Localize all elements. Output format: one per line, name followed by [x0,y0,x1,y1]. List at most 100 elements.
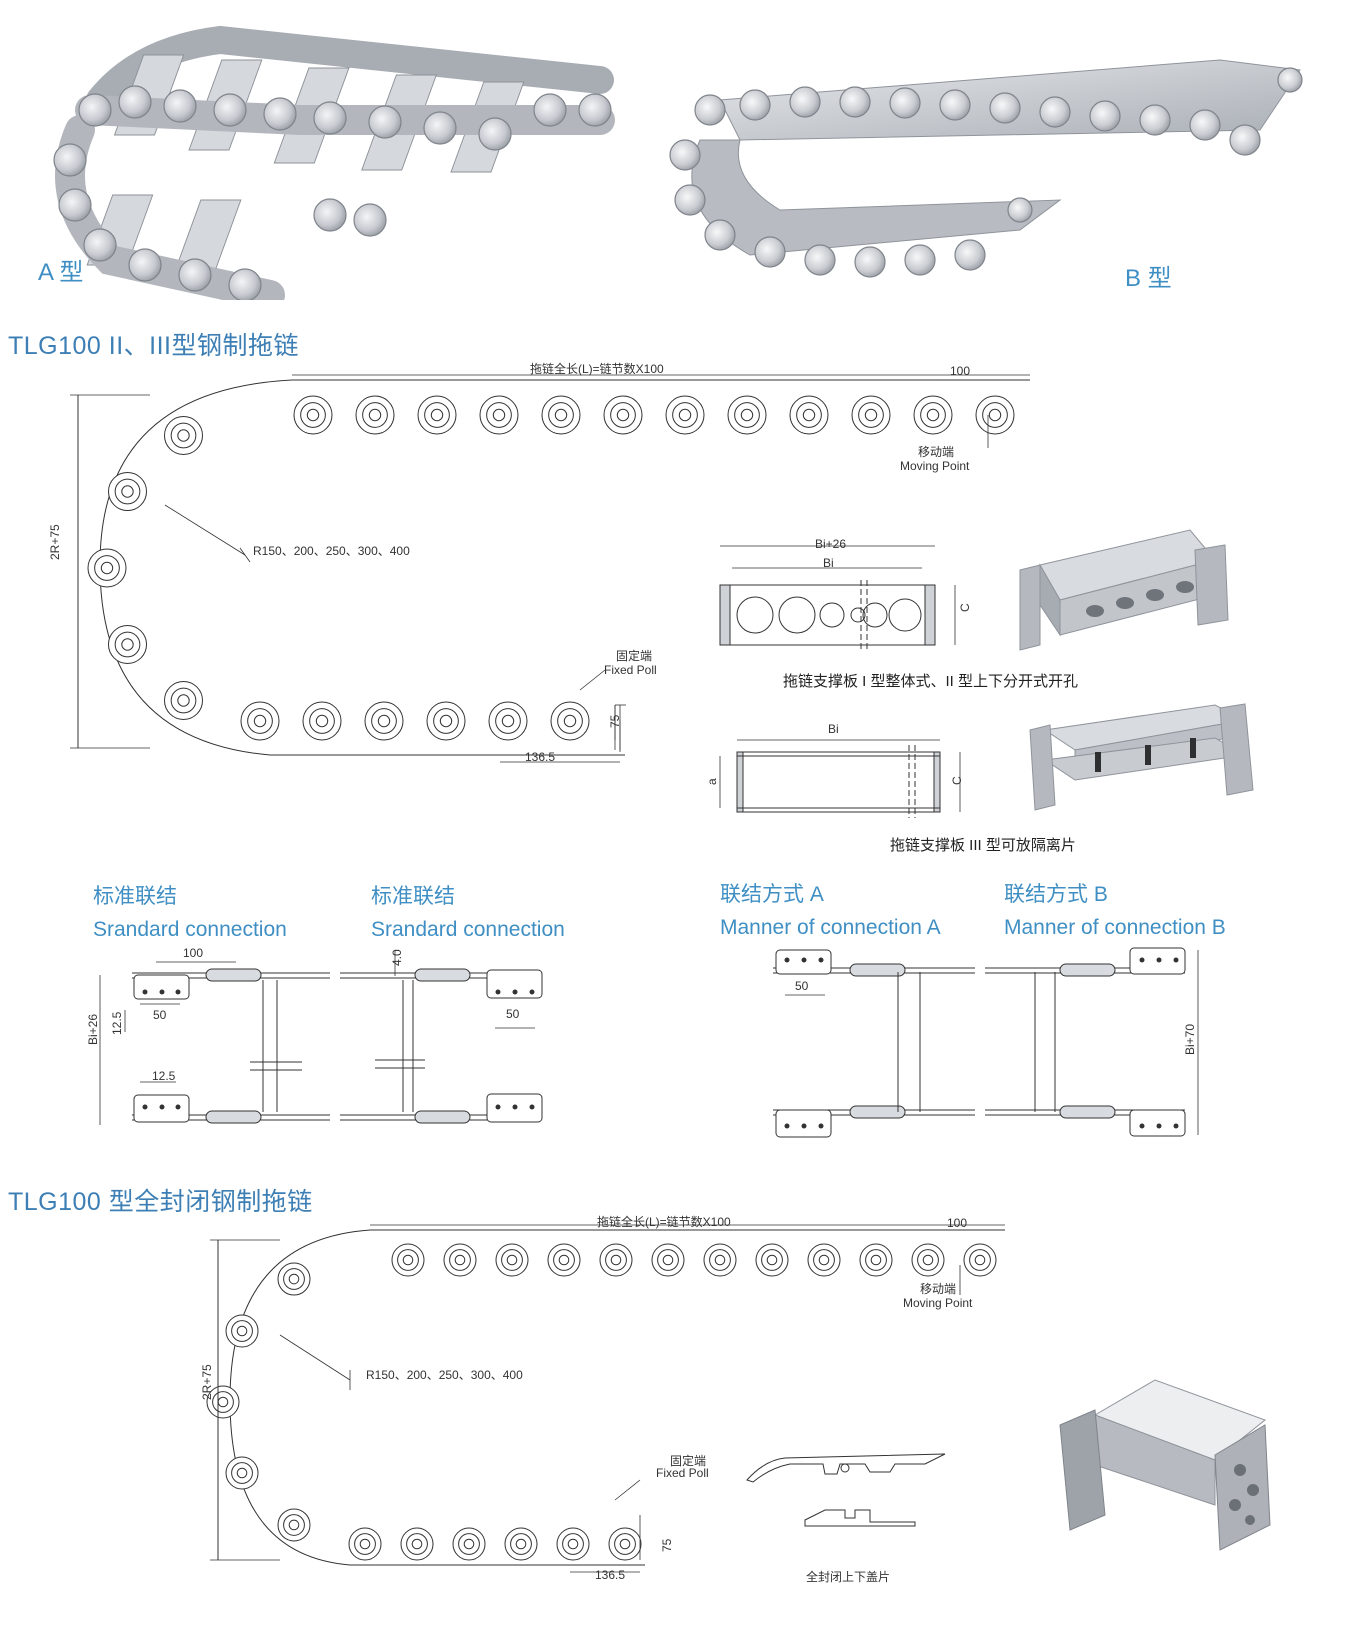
std2-cn: 标准联结 [371,885,455,908]
s1-end-length: 136.5 [525,750,556,764]
chain-link [293,395,333,435]
std2-en: Srandard connection [371,918,565,941]
chain-link [452,1527,486,1561]
chain-a-illustration [53,25,615,300]
plate3-svg [719,739,961,818]
chain-link [789,395,829,435]
s1-total-length: 拖链全长(L)=链节数X100 [530,362,664,376]
s1-fixed-en: Fixed Poll [604,663,657,677]
connections-svg [99,947,1199,1138]
chain1-svg [70,374,1030,763]
chain-link [355,395,395,435]
s1-height: 2R+75 [48,524,62,560]
plate3-caption: 拖链支撑板 III 型可放隔离片 [890,837,1076,854]
chain-link [807,1243,841,1277]
connection-drawings [80,940,1220,1145]
support-plate-type1-drawing [700,540,990,655]
conn-a-cn: 联结方式 A [720,883,824,906]
s1-moving-en: Moving Point [900,459,970,473]
chain-link [364,701,404,741]
s2-total-length: 拖链全长(L)=链节数X100 [597,1215,731,1229]
chain-link [504,1527,538,1561]
s1-pitch: 100 [950,364,971,378]
conn-dim-125a: 12.5 [110,1011,124,1035]
chain-link [556,1527,590,1561]
chain-link [225,1314,259,1348]
conn-dim-bi26: Bi+26 [86,1013,100,1045]
std-connection-2-heading: 标准联结 Srandard connection [371,880,565,946]
conn-dim-100: 100 [183,946,204,960]
connection-b-heading: 联结方式 B Manner of connection B [1004,878,1226,944]
chain-link [391,1243,425,1277]
chain-link [348,1527,382,1561]
chain-link [665,395,705,435]
photo-type-a [40,10,620,300]
conn-dim-125b: 12.5 [152,1069,176,1083]
chain-link [603,395,643,435]
s2-moving-cn: 移动端 [920,1282,957,1296]
chain-link [240,701,280,741]
conn-a-en: Manner of connection A [720,916,941,939]
chain-link [443,1243,477,1277]
chain2-svg [206,1224,1005,1573]
conn-b-en: Manner of connection B [1004,916,1226,939]
plate1-dim-inner: Bi [823,556,834,570]
s2-height: 2R+75 [200,1364,214,1400]
section2-chain-drawing [200,1210,1020,1590]
conn-dim-50a: 50 [153,1008,167,1022]
chain-link [206,1385,240,1419]
chain-link [87,548,127,588]
chain-link [975,395,1015,435]
plate1-dim-c: C [958,603,972,612]
section1-title: TLG100 II、III型钢制拖链 [8,332,300,360]
s2-radius: R150、200、250、300、400 [366,1368,523,1382]
chain-link [107,472,147,511]
s2-fixed-cn: 固定端 [670,1454,707,1468]
type-a-caption: A 型 [38,259,84,286]
connection-a-heading: 联结方式 A Manner of connection A [720,878,941,944]
cover-profile-svg [746,1453,946,1527]
s2-end-height: 75 [660,1538,674,1552]
chain-b-illustration [669,59,1303,278]
chain-link [911,1243,945,1277]
s1-end-height: 75 [608,714,622,728]
chain-link [727,395,767,435]
plate3-photo-svg [1029,703,1254,811]
s2-end-length: 136.5 [595,1568,626,1582]
s1-radius: R150、200、250、300、400 [253,544,410,558]
s1-moving-cn: 移动端 [918,445,955,459]
cover-caption: 全封闭上下盖片 [806,1570,891,1584]
chain-link [417,395,457,435]
enclosed-chain-photo [1055,1375,1275,1555]
chain-link [495,1243,529,1277]
s2-pitch: 100 [947,1216,968,1230]
plate1-caption: 拖链支撑板 I 型整体式、II 型上下分开式开孔 [783,673,1079,690]
conn-b-cn: 联结方式 B [1004,883,1108,906]
chain-link [164,681,203,721]
conn-dim-50c: 50 [795,979,809,993]
chain-link [608,1527,642,1561]
cover-profile-drawing [745,1440,950,1530]
chain-link [107,625,147,664]
section2-title: TLG100 型全封闭钢制拖链 [8,1188,313,1216]
chain-link [400,1527,434,1561]
section1-chain-drawing [60,360,1060,790]
chain-link [963,1243,997,1277]
chain-link [541,395,581,435]
chain-link [479,395,519,435]
chain-link [550,701,590,741]
plate3-dim-a: a [705,778,719,785]
plate1-dim-outer: Bi+26 [815,537,847,551]
std1-en: Srandard connection [93,918,287,941]
type-b-caption: B 型 [1125,265,1172,292]
chain-link [859,1243,893,1277]
support-plate-photo-1 [1000,525,1240,655]
chain-link [547,1243,581,1277]
plate1-photo-svg [1019,529,1229,651]
support-plate-photo-3 [1015,700,1260,815]
enclosed-photo-svg [1059,1379,1271,1551]
chain-link [225,1456,259,1490]
std1-cn: 标准联结 [93,885,177,908]
chain-link [599,1243,633,1277]
photo-type-b [660,40,1320,285]
